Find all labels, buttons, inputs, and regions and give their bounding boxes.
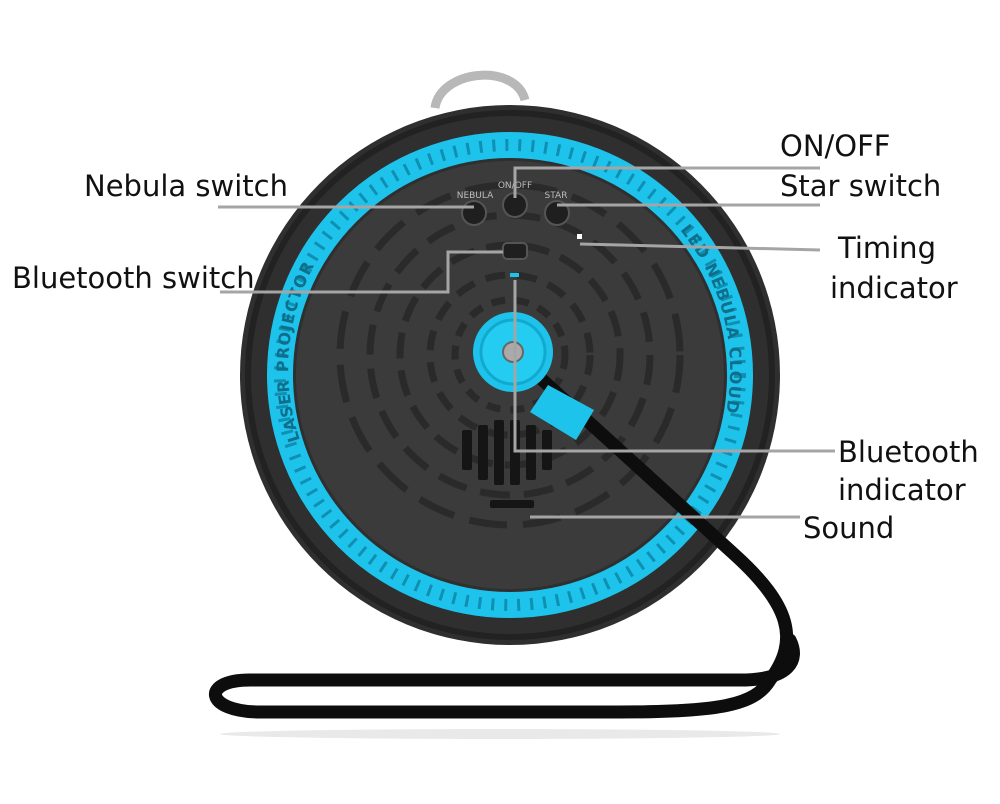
- label-bluetooth-indicator-line2: indicator: [838, 470, 966, 510]
- label-bluetooth-indicator-line1: Bluetooth: [838, 432, 979, 472]
- nebula-button[interactable]: [462, 201, 486, 225]
- label-nebula-switch: Nebula switch: [84, 166, 288, 206]
- label-star-switch: Star switch: [780, 166, 941, 206]
- label-bluetooth-switch: Bluetooth switch: [12, 258, 255, 298]
- timing-led: [577, 234, 582, 239]
- hook-icon: [435, 75, 525, 108]
- label-timing-line1: Timing: [838, 228, 936, 268]
- button-label-nebula: NEBULA: [457, 191, 494, 201]
- label-timing-line2: indicator: [830, 268, 958, 308]
- button-label-star: STAR: [545, 191, 568, 201]
- label-onoff: ON/OFF: [780, 126, 890, 166]
- label-sound: Sound: [803, 508, 894, 548]
- bluetooth-button[interactable]: [503, 243, 527, 259]
- bluetooth-led: [510, 273, 519, 277]
